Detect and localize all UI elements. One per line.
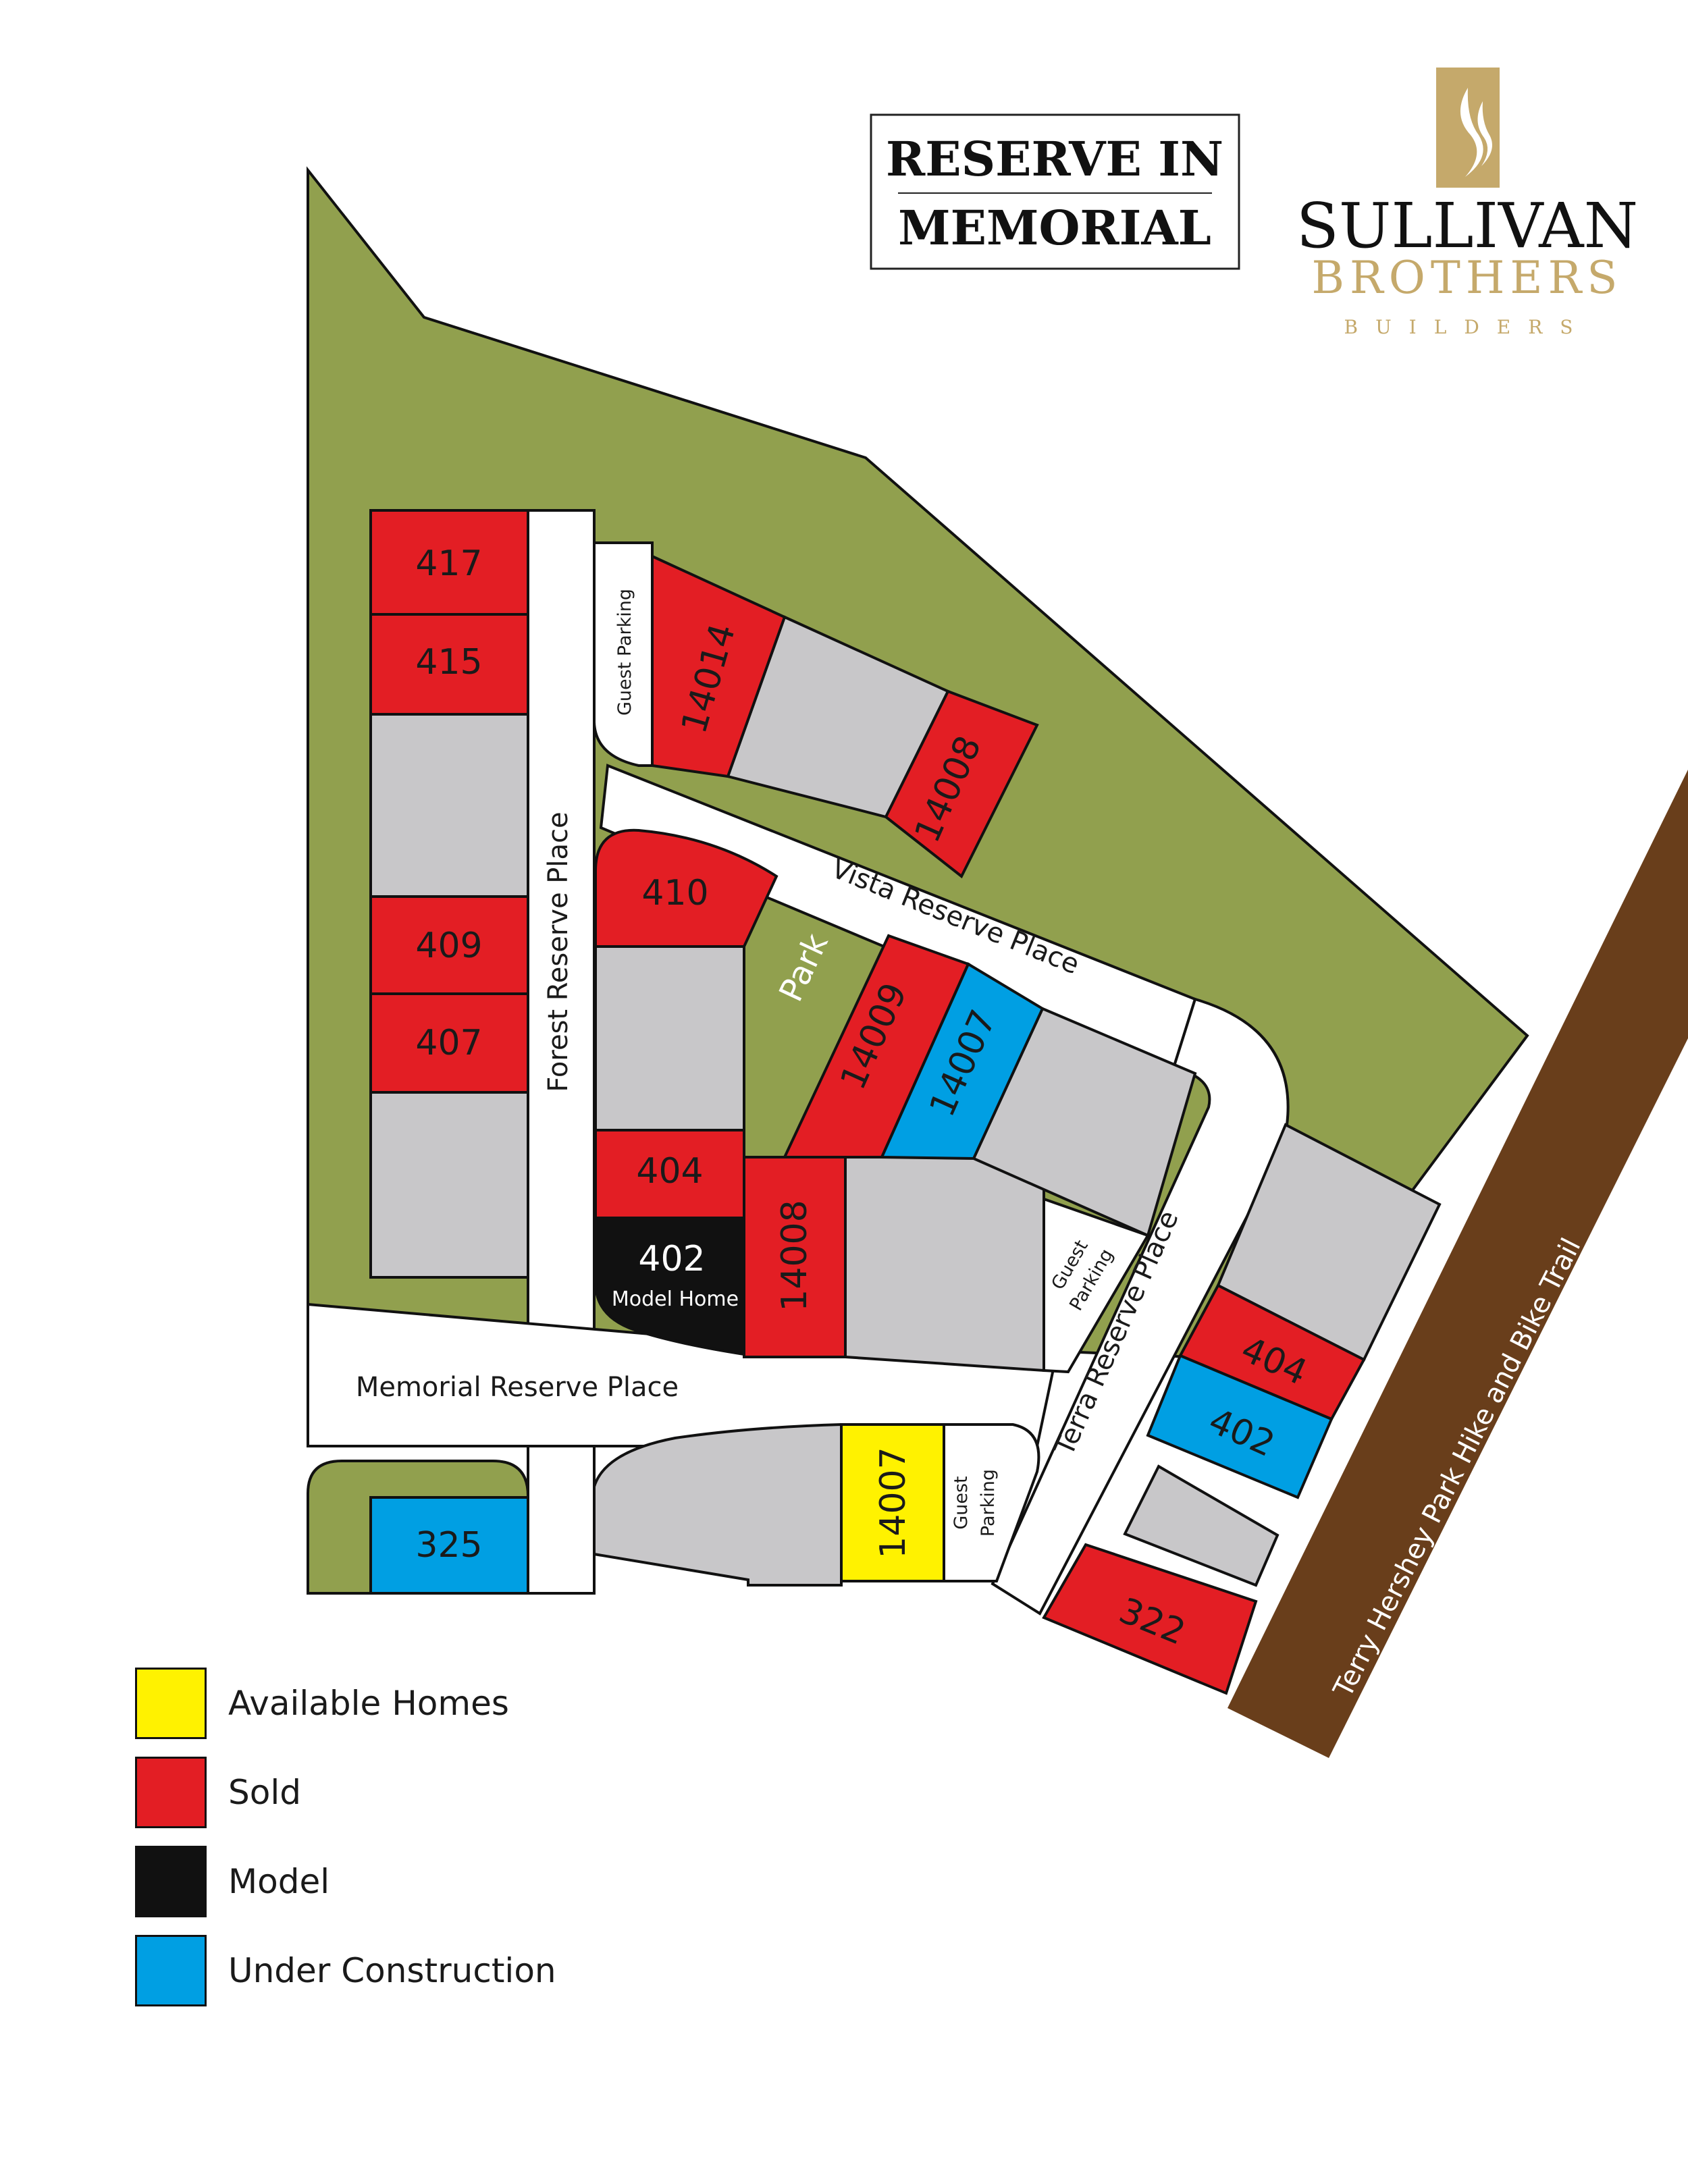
lot-label: 325 — [415, 1525, 482, 1566]
lot-415[interactable] — [369, 613, 529, 716]
open-lot[interactable] — [1123, 1464, 1280, 1587]
legend: Available Homes Sold Model Under Constru… — [135, 1666, 810, 2023]
brand-line-2: BROTHERS — [1312, 252, 1623, 304]
lot-14007a[interactable] — [879, 962, 1045, 1161]
legend-label: Model — [228, 1862, 330, 1901]
lot-label: 409 — [415, 926, 482, 966]
trail — [1228, 770, 1688, 1758]
legend-item-model: Model — [135, 1844, 810, 1919]
road-label-memorial: Memorial Reserve Place — [356, 1372, 679, 1403]
lot-caption: Model Home — [612, 1287, 739, 1311]
title-line-1: RESERVE IN — [886, 131, 1223, 187]
lot-14014[interactable] — [651, 554, 787, 778]
guest-parking-area[interactable] — [943, 1423, 1040, 1582]
lot-14008b[interactable] — [884, 689, 1039, 879]
lot-14007b[interactable] — [840, 1423, 945, 1582]
title-box — [870, 113, 1240, 270]
legend-item-available: Available Homes — [135, 1666, 810, 1740]
legend-item-sold: Sold — [135, 1755, 810, 1830]
lot-402b[interactable] — [1146, 1354, 1334, 1499]
lot-325[interactable] — [369, 1496, 529, 1595]
guest-parking-label: Parking — [978, 1469, 999, 1537]
lot-label: 402 — [638, 1239, 705, 1279]
lot-409[interactable] — [369, 895, 529, 995]
legend-label: Under Construction — [228, 1951, 556, 1990]
open-lot[interactable] — [844, 1156, 1045, 1373]
open-lot[interactable] — [369, 1091, 529, 1279]
open-lot[interactable] — [594, 945, 745, 1131]
guest-parking-area[interactable] — [593, 541, 654, 767]
lot-label: 14007 — [873, 1447, 914, 1558]
road-label-forest: Forest Reserve Place — [543, 811, 574, 1092]
legend-label: Available Homes — [228, 1684, 509, 1723]
guest-parking-label: Guest Parking — [614, 589, 635, 716]
lot-label: 407 — [415, 1023, 482, 1063]
title-line-2: MEMORIAL — [898, 200, 1211, 256]
open-lot[interactable] — [369, 713, 529, 898]
open-lot[interactable] — [593, 1422, 843, 1587]
legend-swatch-under-construction — [135, 1935, 207, 2006]
guest-parking-area[interactable] — [1043, 1197, 1150, 1374]
brand-line-1: SULLIVAN — [1296, 190, 1638, 262]
lot-407[interactable] — [369, 992, 529, 1094]
lot-417[interactable] — [369, 509, 529, 616]
lot-label: 415 — [415, 642, 482, 683]
lot-404a[interactable] — [594, 1129, 745, 1219]
legend-label: Sold — [228, 1773, 301, 1812]
legend-swatch-available — [135, 1668, 207, 1739]
lot-label: 404 — [636, 1151, 703, 1192]
lot-410[interactable] — [594, 828, 779, 948]
lot-322[interactable] — [1042, 1543, 1258, 1695]
legend-item-under-construction: Under Construction — [135, 1934, 810, 2008]
legend-swatch-sold — [135, 1757, 207, 1828]
lot-402a-model[interactable] — [594, 1217, 745, 1356]
legend-swatch-model — [135, 1846, 207, 1917]
lot-label: 14008 — [774, 1200, 815, 1311]
guest-parking-label: Guest — [951, 1476, 972, 1529]
brand-line-3: BUILDERS — [1344, 316, 1591, 338]
lot-14008a[interactable] — [743, 1156, 847, 1358]
lot-label: 417 — [415, 543, 482, 584]
lot-label: 410 — [641, 873, 708, 913]
brand-logo — [1436, 68, 1500, 188]
